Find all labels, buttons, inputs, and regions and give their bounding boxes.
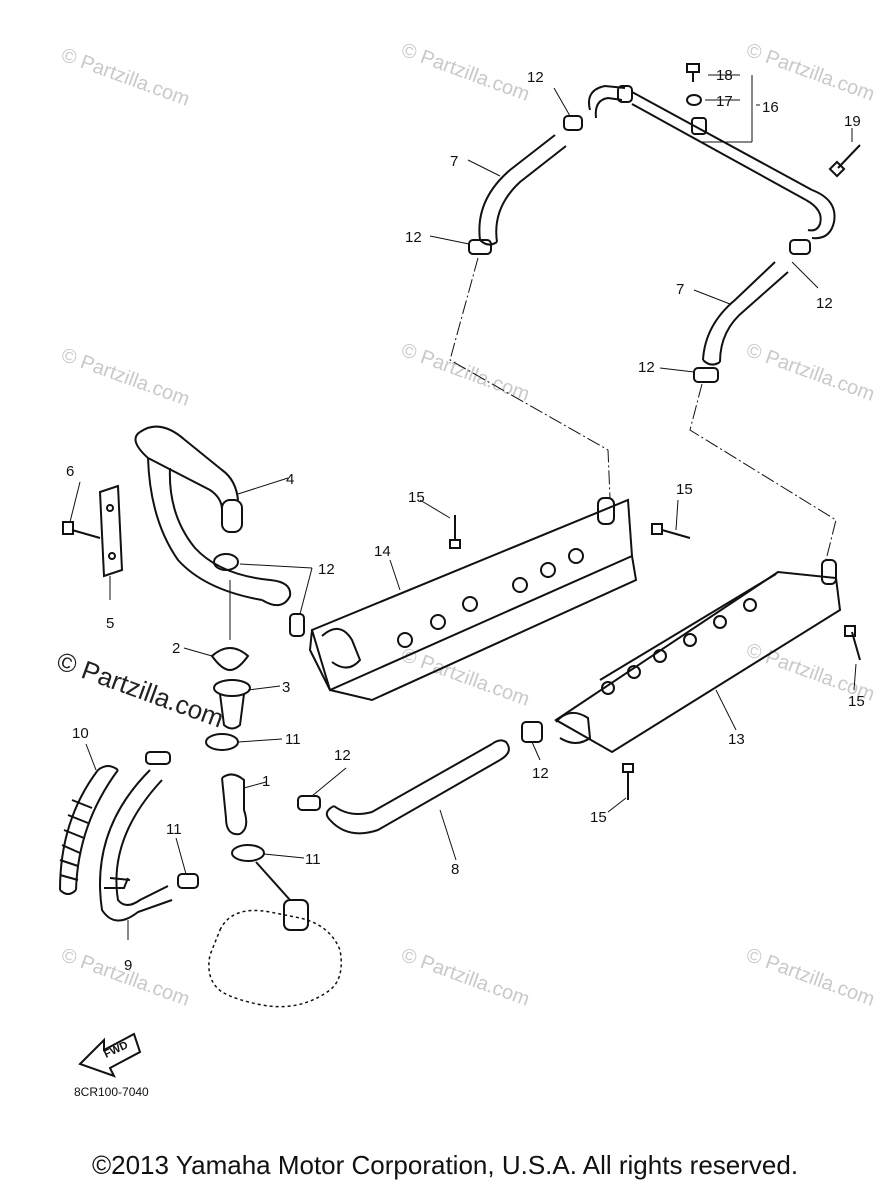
callout-11-b: 11 [305,851,321,868]
bolt-19 [828,144,861,178]
watermark-main: © Partzilla.com [53,645,228,733]
pump-outlet [255,861,309,931]
callout-15-b: 15 [676,481,693,498]
callout-12-b: 12 [405,229,422,246]
callout-1: 1 [262,773,270,790]
callout-16: 16 [762,99,779,116]
guide-lines [449,257,837,561]
hose-8 [325,739,510,835]
fastener-15-b [651,523,691,539]
watermark-1: © Partzilla.com [58,44,192,111]
callout-12-e: 12 [318,561,335,578]
callout-7-upper-left: 7 [450,153,458,170]
callout-4: 4 [286,471,294,488]
watermark-9: © Partzilla.com [58,944,192,1011]
copyright-notice: ©2013 Yamaha Motor Corporation, U.S.A. A… [91,1150,799,1180]
hose-7-left [478,134,567,246]
callout-8: 8 [451,861,459,878]
callout-5: 5 [106,615,114,632]
clamp-12-c [789,239,811,255]
clamp-12-a [563,115,583,131]
fastener-15-a [449,515,461,549]
watermark-11: © Partzilla.com [743,944,877,1011]
callout-11-a: 11 [285,731,301,748]
clamp-12-b [468,239,492,255]
callout-7-upper-right: 7 [676,281,684,298]
callout-19: 19 [844,113,861,130]
watermark-7: © Partzilla.com [398,644,532,711]
bolt-6 [62,521,101,539]
callout-12-c: 12 [816,295,833,312]
callout-3: 3 [282,679,290,696]
callout-11-c: 11 [166,821,182,838]
hose-1 [221,773,248,836]
watermark-2: © Partzilla.com [398,39,532,106]
callout-12-d: 12 [638,359,655,376]
fastener-15-d [622,763,634,800]
clamp-12-g [297,795,321,811]
watermark-10: © Partzilla.com [398,944,532,1011]
pipe-4 [134,425,292,607]
watermark-6: © Partzilla.com [743,339,877,406]
cap-2 [210,647,250,672]
callout-15-c: 15 [848,693,865,710]
hose-7-right [702,261,789,366]
callout-12-g: 12 [532,765,549,782]
clamp-11-c [177,873,199,889]
callout-2: 2 [172,640,180,657]
diagram-code: 8CR100-7040 [74,1085,149,1099]
callout-12-a: 12 [527,69,544,86]
crossover-pipe-16 [588,84,836,240]
callout-9: 9 [124,957,132,974]
clamp-11-a [205,733,239,751]
pump-housing [208,909,342,1008]
hose-9 [99,769,173,922]
fwd-arrow-icon: FWD [78,1032,142,1078]
callout-15-d: 15 [590,809,607,826]
callout-15-a: 15 [408,489,425,506]
watermark-4: © Partzilla.com [58,344,192,411]
clamp-12-d [693,367,719,383]
exchanger-13 [554,559,842,754]
callout-17: 17 [716,93,733,110]
exchanger-14 [308,497,638,702]
watermark-3: © Partzilla.com [743,39,877,106]
bolt-18 [686,63,700,82]
callout-14: 14 [374,543,391,560]
clamp-12-h [521,721,543,743]
callout-10: 10 [72,725,89,742]
thermostat-3 [213,679,251,730]
clamp-12-e [213,553,239,571]
leader-lines [69,74,857,940]
fastener-15-c [844,625,861,661]
clamp-11-b [231,844,265,862]
callout-6: 6 [66,463,74,480]
callout-18: 18 [716,67,733,84]
clamp-12-f [289,613,305,637]
callout-13: 13 [728,731,745,748]
bracket-5 [98,484,124,578]
clamp-11-d [145,751,171,765]
washer-17 [686,94,702,106]
spring-hose-10 [59,765,119,895]
callout-12-f: 12 [334,747,351,764]
